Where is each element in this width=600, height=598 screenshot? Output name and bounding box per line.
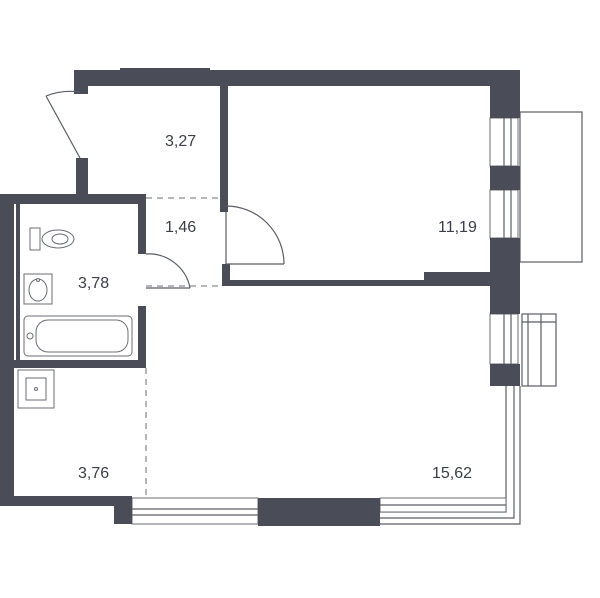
window-bottom-right	[379, 497, 507, 513]
toilet-icon	[29, 227, 75, 251]
sink-icon	[23, 273, 53, 305]
kitchen-sink-icon	[17, 369, 55, 409]
kitchen-area-label: 3,76	[78, 465, 109, 482]
bathroom-area-label: 3,78	[78, 275, 109, 292]
bathroom-door	[145, 253, 191, 289]
living-room-area-label: 15,62	[432, 465, 472, 482]
hall-area-label: 3,27	[165, 133, 196, 150]
balcony-middle-right	[521, 313, 557, 387]
bedroom-door	[225, 205, 285, 265]
entrance-door	[45, 90, 81, 159]
window-right-middle	[489, 313, 519, 365]
walls	[0, 68, 520, 526]
bathtub-icon	[23, 315, 133, 357]
bedroom-area-label: 11,19	[438, 219, 477, 236]
window-right-upper-a	[489, 117, 519, 167]
zone-boundaries	[145, 197, 222, 496]
window-right-upper-b	[489, 189, 519, 239]
corridor-area-label: 1,46	[165, 219, 196, 236]
window-bottom-left	[131, 497, 259, 525]
